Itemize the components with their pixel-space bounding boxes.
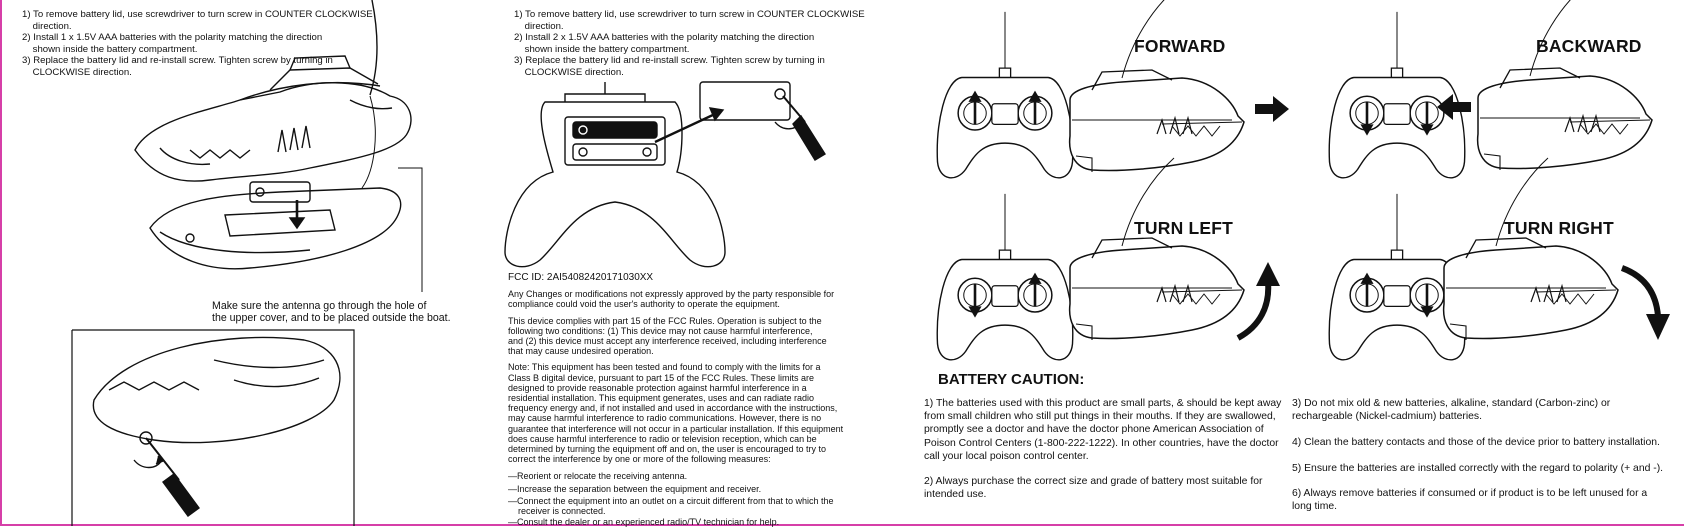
step-line: direction. [514, 20, 564, 32]
caution-item: 5) Ensure the batteries are installed co… [1292, 462, 1664, 474]
antenna-note-line: Make sure the antenna go through the hol… [212, 300, 427, 312]
step-line: direction. [22, 20, 72, 32]
step-line: shown inside the battery compartment. [514, 43, 690, 55]
backward-arrow-icon [1437, 94, 1471, 120]
fcc-line: compliance could void the user's authori… [508, 299, 780, 310]
forward-heading: FORWARD [1134, 36, 1226, 56]
turn-left-arrow-icon [1236, 262, 1280, 338]
turn-right-boat-icon [1442, 157, 1619, 341]
fcc-line: that may cause undesired operation. [508, 346, 654, 357]
battery-caution-title: BATTERY CAUTION: [938, 371, 1085, 388]
step-line: shown inside the battery compartment. [22, 43, 198, 55]
turn-left-heading: TURN LEFT [1134, 218, 1234, 238]
forward-controller-icon [936, 40, 1074, 179]
fcc-line: and (2) this device must accept any inte… [508, 336, 827, 347]
fcc-measure: —Consult the dealer or an experienced ra… [508, 517, 780, 528]
fcc-line: residential installation. This equipment… [508, 393, 815, 404]
caution-item: 1) The batteries used with this product … [924, 398, 1282, 462]
step-line: 1) To remove battery lid, use screwdrive… [22, 9, 373, 20]
antenna-note-line: the upper cover, and to be placed outsid… [212, 312, 451, 324]
screw-inset-icon [64, 330, 364, 526]
turn-left-boat-icon [1068, 157, 1245, 341]
fcc-line: Note: This equipment has been tested and… [508, 362, 821, 373]
shark-boat-exploded-icon [130, 0, 470, 300]
caution-item: 6) Always remove batteries if consumed o… [1292, 487, 1648, 513]
fcc-line: frequency energy and, if not installed a… [508, 403, 838, 414]
fcc-line: correct the interference by one or more … [508, 454, 771, 465]
step-line: 2) Install 2 x 1.5V AAA batteries with t… [514, 32, 815, 44]
turn-right-controller-icon [1328, 222, 1466, 361]
fcc-measure: receiver is connected. [508, 505, 606, 516]
fcc-line: may cause harmful interference to radio … [508, 413, 822, 424]
antenna-note: Make sure the antenna go through the hol… [212, 300, 451, 324]
caution-item: 4) Clean the battery contacts and those … [1292, 437, 1660, 449]
step-line: CLOCKWISE direction. [514, 66, 624, 78]
step-line: 2) Install 1 x 1.5V AAA batteries with t… [22, 32, 323, 44]
fcc-line: determined by turning the equipment off … [508, 444, 827, 455]
step-line: 1) To remove battery lid, use screwdrive… [514, 9, 865, 20]
backward-heading: BACKWARD [1536, 36, 1642, 56]
install-steps-mid: 1) To remove battery lid, use screwdrive… [514, 9, 865, 79]
turn-left-controller-icon [936, 222, 1074, 361]
step-line: 3) Replace the battery lid and re-instal… [22, 55, 333, 67]
forward-arrow-icon [1255, 96, 1289, 122]
fcc-line: Class B digital device, pursuant to part… [508, 372, 814, 383]
fcc-line: guarantee that interference will not occ… [508, 423, 844, 434]
battery-caution-col2: 3) Do not mix old & new batteries, alkal… [1292, 397, 1668, 525]
fcc-line: This device complies with part 15 of the… [508, 315, 822, 326]
install-steps-left: 1) To remove battery lid, use screwdrive… [22, 9, 373, 79]
step-line: 3) Replace the battery lid and re-instal… [514, 55, 825, 67]
controller-battery-icon [505, 82, 865, 272]
fcc-measure: —Connect the equipment into an outlet on… [508, 495, 834, 506]
backward-controller-icon [1328, 40, 1466, 179]
fcc-measure: —Increase the separation between the equ… [508, 484, 762, 495]
turn-right-heading: TURN RIGHT [1504, 218, 1614, 238]
backward-boat-icon [1476, 0, 1653, 171]
fcc-line: Any Changes or modifications not express… [508, 289, 835, 300]
fcc-statement: FCC ID: 2AI54082420171030XX Any Changes … [508, 272, 853, 529]
step-line: CLOCKWISE direction. [22, 66, 132, 78]
turn-right-arrow-icon [1620, 266, 1670, 340]
fcc-line: does cause harmful interference to radio… [508, 433, 817, 444]
fcc-id: FCC ID: 2AI54082420171030XX [508, 272, 654, 283]
fcc-measure: —Reorient or relocate the receiving ante… [508, 471, 688, 482]
forward-boat-icon [1068, 0, 1245, 173]
fcc-line: designed to provide reasonable protectio… [508, 382, 807, 393]
battery-caution-col1: 1) The batteries used with this product … [924, 397, 1284, 513]
fcc-line: following two conditions: (1) This devic… [508, 325, 813, 336]
caution-item: 2) Always purchase the correct size and … [924, 476, 1263, 501]
caution-item: 3) Do not mix old & new batteries, alkal… [1292, 398, 1611, 423]
